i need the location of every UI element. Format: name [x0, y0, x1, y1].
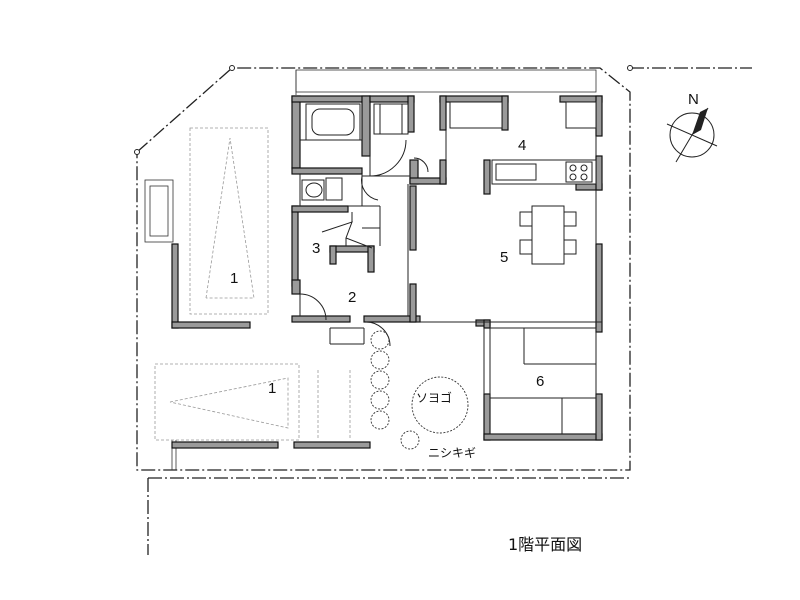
- plant-label-soyogo: ソヨゴ: [416, 390, 452, 405]
- room-label-parking-2: 1: [268, 380, 276, 397]
- shrubs: [370, 330, 420, 450]
- parking-space-upper: [189, 127, 269, 315]
- tatami-mats: [489, 327, 597, 435]
- site-boundary: [134, 65, 752, 555]
- parking-space-lower: [154, 363, 351, 441]
- bathtub: [305, 103, 361, 141]
- north-label: N: [688, 91, 699, 108]
- room-label-entrance: 2: [348, 289, 356, 306]
- room-label-dining: 5: [500, 249, 508, 266]
- washbasin: [373, 103, 409, 135]
- north-arrow-icon: [666, 107, 718, 163]
- toilet: [301, 177, 343, 201]
- drawing-title: 1階平面図: [508, 535, 582, 554]
- room-label-stair: 3: [312, 240, 320, 257]
- stair: [321, 212, 380, 249]
- room-label-kitchen: 4: [518, 137, 526, 154]
- soyogo-tree: [411, 376, 469, 434]
- kitchen-upper-counters: [449, 101, 597, 129]
- kitchen-counter: [491, 159, 597, 185]
- dining-table: [519, 205, 577, 265]
- outer-lines: [144, 69, 597, 470]
- room-label-tatami: 6: [536, 373, 544, 390]
- door-swings: [299, 139, 429, 347]
- plant-label-nishikigi: ニシキギ: [428, 446, 476, 460]
- room-label-parking-1: 1: [230, 270, 238, 287]
